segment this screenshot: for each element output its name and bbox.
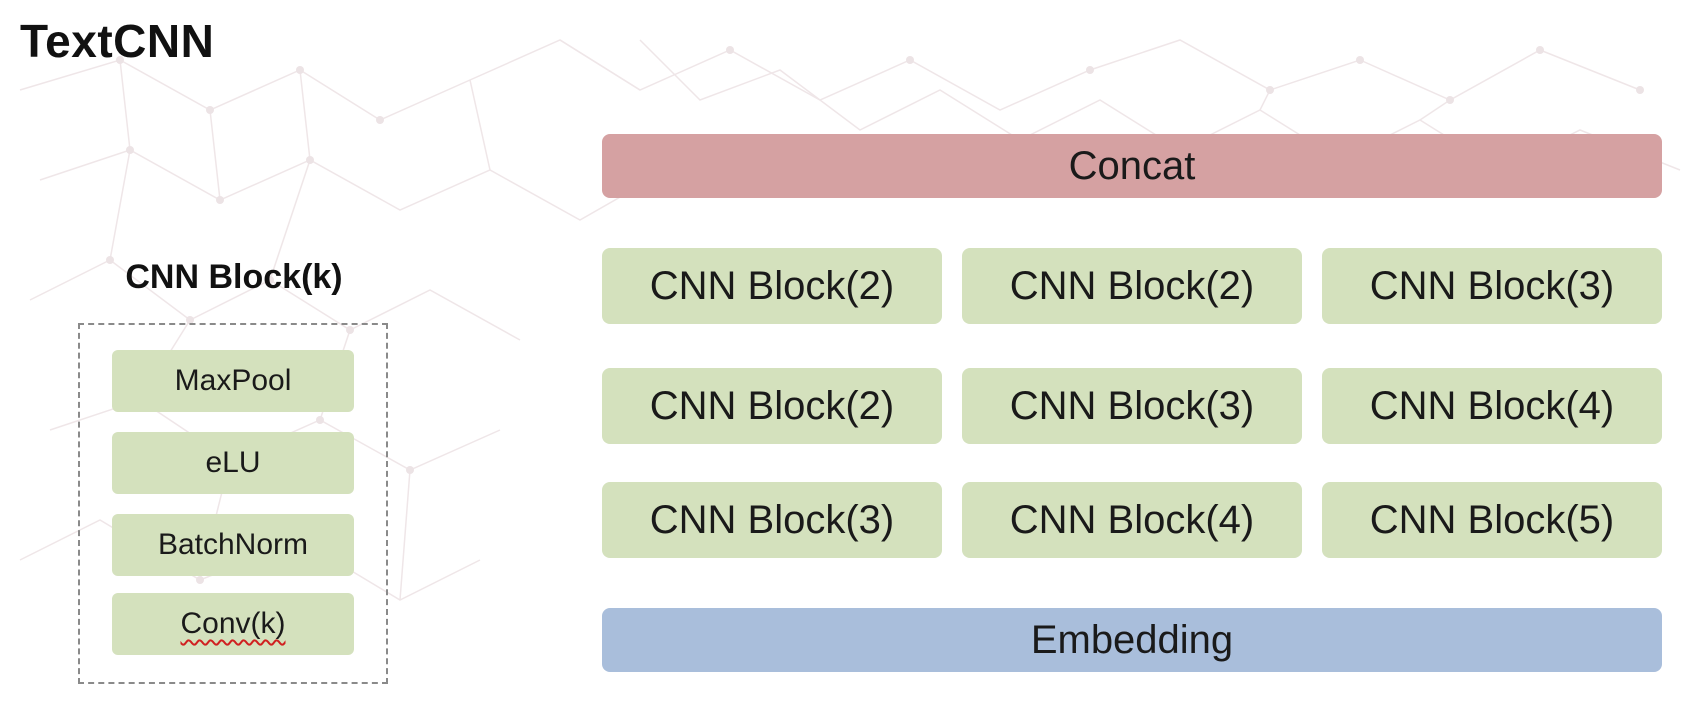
cnn-block: CNN Block(2) [602,248,942,324]
concat-layer: Concat [602,134,1662,198]
legend-title: CNN Block(k) [125,258,343,296]
legend-layer-conv: Conv(k) [112,593,354,655]
cnn-block-label: CNN Block(3) [1369,263,1615,308]
concat-label: Concat [1068,143,1196,188]
cnn-block-label: CNN Block(4) [1009,497,1255,542]
cnn-block-label: CNN Block(3) [649,497,895,542]
cnn-block-label: CNN Block(2) [1009,263,1255,308]
cnn-block-label: CNN Block(2) [649,263,895,308]
page-title: TextCNN [20,15,215,67]
cnn-block: CNN Block(3) [1322,248,1662,324]
cnn-block-label: CNN Block(5) [1369,497,1615,542]
legend-layer-batchnorm: BatchNorm [112,514,354,576]
cnn-block: CNN Block(3) [602,482,942,558]
legend-layer-label: MaxPool [174,364,292,397]
embedding-label: Embedding [1030,617,1234,662]
legend-layer-label: eLU [205,446,261,479]
legend-layer-elu: eLU [112,432,354,494]
cnn-block: CNN Block(5) [1322,482,1662,558]
cnn-block: CNN Block(3) [962,368,1302,444]
embedding-layer: Embedding [602,608,1662,672]
legend-layer-label: Conv(k) [180,607,286,640]
legend-layer-maxpool: MaxPool [112,350,354,412]
cnn-block: CNN Block(2) [602,368,942,444]
cnn-block-label: CNN Block(2) [649,383,895,428]
cnn-block-legend: MaxPool eLU BatchNorm Conv(k) [78,323,388,684]
cnn-block-label: CNN Block(3) [1009,383,1255,428]
cnn-block-label: CNN Block(4) [1369,383,1615,428]
cnn-block: CNN Block(2) [962,248,1302,324]
cnn-block-grid: CNN Block(2) CNN Block(2) CNN Block(3) C… [602,248,1664,562]
legend-layer-label: BatchNorm [157,528,309,561]
cnn-block: CNN Block(4) [962,482,1302,558]
cnn-block: CNN Block(4) [1322,368,1662,444]
